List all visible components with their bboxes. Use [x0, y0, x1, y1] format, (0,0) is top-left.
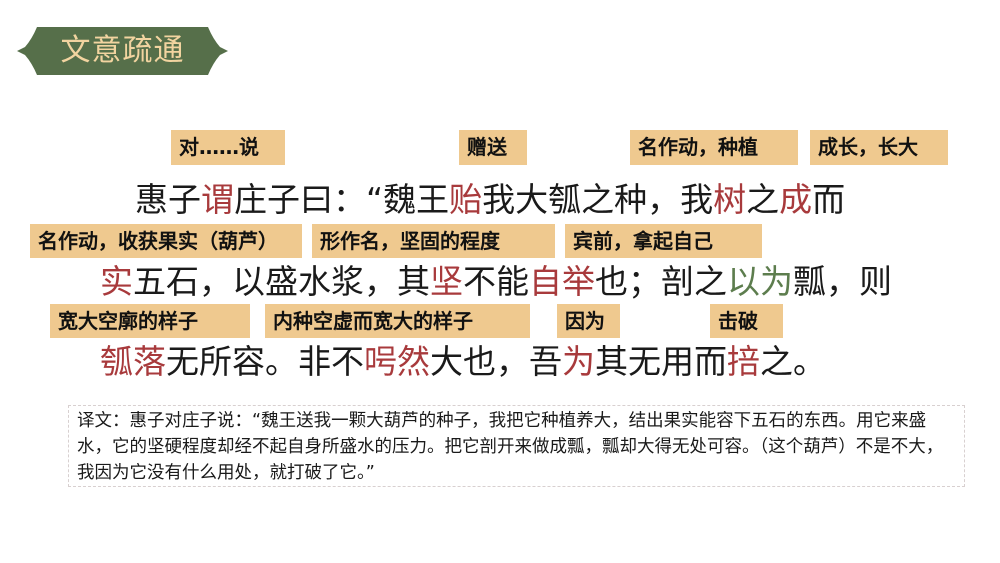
highlighted-word: 实: [100, 262, 133, 301]
note-pou: 击破: [710, 304, 783, 338]
highlighted-word: 成: [779, 180, 813, 219]
highlighted-word: 呺然: [364, 342, 430, 381]
note-shi: 名作动，收获果实（葫芦）: [30, 224, 302, 258]
section-title: 文意疏通: [60, 33, 185, 68]
text-segment: 之。: [760, 342, 826, 381]
note-shu: 名作动，种植: [630, 130, 798, 165]
text-segment: 不能: [463, 262, 529, 301]
highlighted-word: 自举: [529, 262, 595, 301]
note-xiaoran: 内种空虚而宽大的样子: [265, 304, 530, 338]
note-wei: 对……说: [171, 130, 285, 165]
text-segment: 我大瓠之种，我: [482, 180, 714, 219]
highlighted-word: 瓠落: [100, 342, 166, 381]
highlighted-word: 谓: [201, 180, 234, 219]
translation-box: 译文：惠子对庄子说：“魏王送我一颗大葫芦的种子，我把它种植养大，结出果实能容下五…: [68, 405, 965, 487]
text-segment: 庄子曰：“魏王: [234, 180, 450, 219]
highlighted-word: 贻: [449, 180, 483, 219]
text-segment: 之: [746, 180, 780, 219]
text-segment: 而: [812, 180, 846, 219]
text-segment: 惠子: [135, 180, 201, 219]
highlighted-word: 以为: [727, 262, 793, 301]
note-huoluo: 宽大空廓的样子: [50, 304, 250, 338]
text-segment: 也；剖之: [595, 262, 727, 301]
text-segment: 大也，吾: [430, 342, 562, 381]
highlighted-word: 坚: [430, 262, 463, 301]
note-jian: 形作名，坚固的程度: [312, 224, 555, 258]
note-yi: 赠送: [459, 130, 527, 165]
text-segment: 无所容。非不: [166, 342, 364, 381]
badge-shape: [17, 27, 228, 75]
note-wei-because: 因为: [557, 304, 620, 338]
highlighted-word: 树: [713, 180, 747, 219]
highlighted-word: 为: [562, 342, 595, 381]
original-text-line-1: 惠子谓庄子曰：“魏王贻我大瓠之种，我树之成而: [135, 180, 845, 220]
text-segment: 其无用而: [595, 342, 727, 381]
text-segment: 瓢，则: [793, 262, 892, 301]
original-text-line-3: 瓠落无所容。非不呺然大也，吾为其无用而掊之。: [100, 342, 826, 382]
note-cheng: 成长，长大: [810, 130, 948, 165]
original-text-line-2: 实五石，以盛水浆，其坚不能自举也；剖之以为瓢，则: [100, 262, 892, 302]
note-ziju: 宾前，拿起自己: [565, 224, 762, 258]
highlighted-word: 掊: [727, 342, 760, 381]
section-title-badge: 文意疏通: [17, 27, 228, 75]
text-segment: 五石，以盛水浆，其: [133, 262, 430, 301]
